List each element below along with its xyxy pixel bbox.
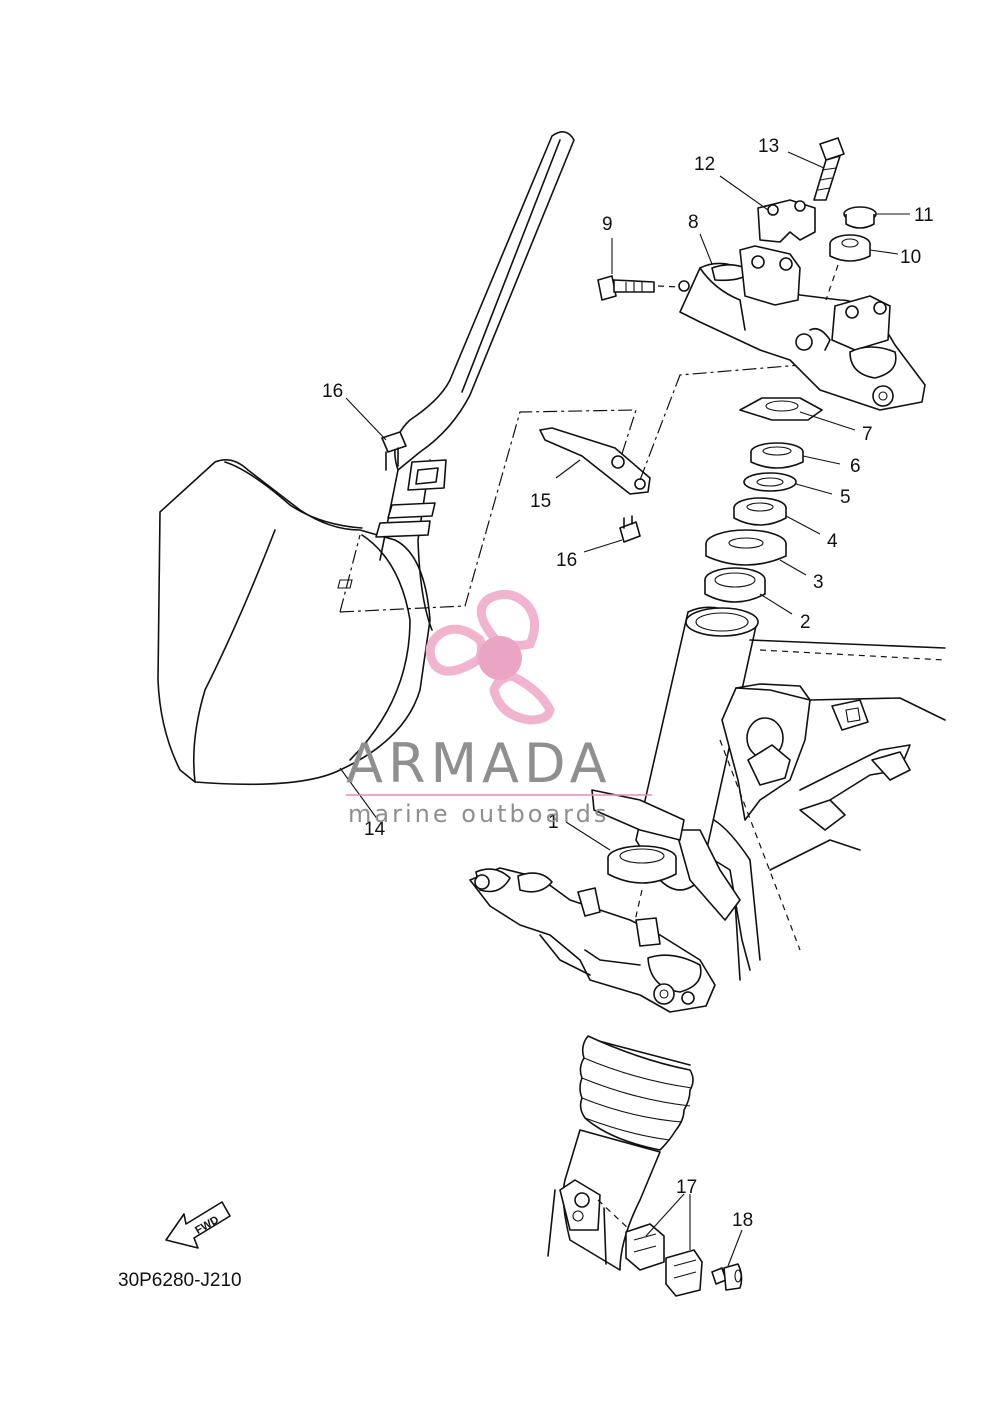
frame-head-pipe [591, 606, 946, 981]
callout-16-lower: 16 [556, 550, 577, 571]
armada-watermark: ARMADA marine outboards [346, 589, 652, 828]
callout-5: 5 [840, 487, 851, 508]
ring-nut-part-4 [733, 497, 787, 526]
washer-part-7 [739, 397, 823, 421]
dust-seal-part-3 [705, 529, 787, 566]
bolt-part-13 [813, 137, 845, 201]
cap-part-11 [843, 206, 877, 229]
callout-10: 10 [900, 247, 921, 268]
callout-9: 9 [602, 214, 613, 235]
callout-13: 13 [758, 136, 779, 157]
bolt-part-9 [597, 275, 690, 301]
callout-17: 17 [676, 1177, 697, 1198]
callout-4: 4 [827, 531, 838, 552]
callout-16-upper: 16 [322, 381, 343, 402]
diagram-code: 30P6280-J210 [118, 1270, 242, 1291]
front-fork [547, 1035, 694, 1271]
callout-6: 6 [850, 456, 861, 477]
propeller-logo-icon [425, 589, 555, 725]
callout-7: 7 [862, 424, 873, 445]
leader-lines [339, 151, 910, 1267]
callout-15: 15 [530, 491, 551, 512]
callout-18: 18 [732, 1210, 753, 1231]
cable-holder-part-17 [597, 1199, 703, 1297]
bracket-part-15 [539, 427, 651, 495]
axis-line-lower [633, 889, 643, 926]
number-plate-part-14 [157, 131, 575, 786]
axis-line-upper [825, 264, 839, 301]
callout-12: 12 [694, 154, 715, 175]
callout-3: 3 [813, 572, 824, 593]
watermark-tagline: marine outboards [348, 800, 609, 828]
upper-bracket-part-8 [679, 245, 926, 411]
handlebar-holder-part-12 [757, 199, 816, 243]
ring-nut-part-6 [750, 442, 804, 469]
watermark-brand: ARMADA [346, 732, 612, 795]
forward-arrow-icon: FWD [165, 1201, 231, 1249]
leader-dashed-bracket [339, 409, 637, 613]
callout-1: 1 [548, 812, 559, 833]
callout-14: 14 [364, 819, 386, 840]
bearing-part-2 [704, 567, 766, 603]
bolt-part-18 [711, 1263, 743, 1291]
callouts: 1 2 3 4 5 6 7 8 9 10 11 12 13 14 15 16 1… [322, 136, 934, 1231]
leader-dashed-15-8 [639, 364, 801, 481]
bolt-part-16-upper [381, 431, 407, 471]
lower-bracket [469, 867, 716, 1013]
callout-8: 8 [688, 212, 699, 233]
bolt-part-16-lower [619, 515, 641, 543]
bearing-part-1 [607, 845, 677, 884]
washer-part-5 [743, 472, 797, 492]
nut-part-10 [829, 234, 871, 262]
callout-11: 11 [914, 205, 934, 226]
callout-2: 2 [800, 612, 811, 633]
